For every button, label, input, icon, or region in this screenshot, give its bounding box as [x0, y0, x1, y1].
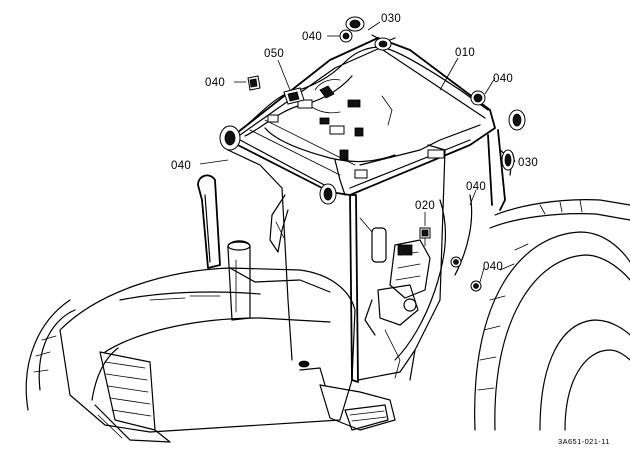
- door-and-steps: [298, 360, 396, 431]
- mirror: [359, 217, 387, 263]
- fender: [489, 199, 630, 229]
- reference-code: 3A651-021-11: [558, 437, 610, 446]
- lamp-040-bottom: [470, 280, 482, 292]
- work-lamp-030-top: [345, 16, 396, 51]
- callout-labels: 030 040 050 010 040 040 040 030 040 020 …: [171, 13, 538, 273]
- work-lamp-030-right: [499, 109, 526, 176]
- callout-050: 050: [264, 48, 284, 60]
- cab-pillars: [227, 129, 506, 383]
- lamp-040-lower: [450, 256, 462, 268]
- room-lamp-050: [283, 87, 305, 105]
- wiper: [269, 194, 289, 253]
- wiring-harness-010: [239, 46, 489, 361]
- lamp-040-top: [339, 29, 353, 43]
- lamp-040-left: [247, 75, 261, 91]
- lamp-040-front-left: [219, 125, 241, 151]
- fuse-relay-020: [419, 227, 431, 247]
- lamp-040-front-mid: [319, 183, 337, 205]
- callout-030-top: 030: [381, 13, 401, 25]
- front-wheel: [25, 299, 76, 411]
- left-handrail: [197, 174, 221, 269]
- callout-040-lower: 040: [466, 181, 486, 193]
- callout-040-top: 040: [302, 31, 322, 43]
- tractor-hood: [59, 267, 356, 433]
- cab-roof: [227, 37, 496, 196]
- rear-wheel: [474, 231, 630, 431]
- callout-030-right: 030: [518, 157, 538, 169]
- grille: [94, 351, 171, 443]
- callout-010: 010: [455, 47, 475, 59]
- callout-040-mid: 040: [171, 160, 191, 172]
- callout-020: 020: [415, 200, 435, 212]
- callout-040-right: 040: [493, 73, 513, 85]
- harness-connectors: [267, 85, 445, 256]
- callout-040-left: 040: [205, 77, 225, 89]
- lamp-040-right: [470, 90, 486, 106]
- exhaust-stack: [227, 240, 251, 321]
- callout-040-bottom: 040: [483, 261, 503, 273]
- leader-lines: [199, 21, 516, 283]
